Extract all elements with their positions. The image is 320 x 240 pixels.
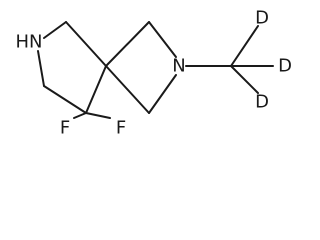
atom-label-d-bottom: D — [255, 92, 269, 113]
atom-label-d-top: D — [255, 8, 269, 29]
atom-label-f-right: F — [116, 118, 126, 139]
bond-cd3-to-d-bottom — [230, 65, 259, 94]
bond-ch2bottom-to-cf2 — [43, 85, 87, 114]
bond-n-to-ch2lower — [148, 74, 177, 114]
substituent-bonds — [73, 25, 274, 119]
bond-ch2top-to-nh — [43, 21, 67, 39]
atom-label-n-methyl: N — [172, 56, 185, 77]
bond-ch2lower-to-spiro — [105, 65, 150, 114]
atom-label-nh: HN — [16, 32, 43, 53]
bond-cf2-to-f-right — [85, 112, 111, 119]
bond-spiro-to-ch2upper — [105, 21, 150, 67]
bond-spiro-to-ch2top — [65, 21, 107, 67]
atom-label-d-right: D — [278, 56, 292, 77]
pyrrolidine-ring-bonds — [37, 21, 107, 114]
bond-cd3-to-d-top — [230, 25, 259, 67]
atom-label-f-left: F — [60, 118, 70, 139]
bond-nh-to-ch2bottom — [37, 50, 45, 87]
bond-ch2upper-to-n — [148, 21, 177, 58]
bond-cf2-to-f-left — [73, 112, 87, 119]
azetidine-ring-bonds — [105, 21, 177, 114]
structure-diagram: HN N D D D F F — [16, 8, 292, 139]
atom-labels: HN N D D D F F — [16, 8, 292, 139]
bond-cf2-to-spiro — [85, 65, 107, 114]
